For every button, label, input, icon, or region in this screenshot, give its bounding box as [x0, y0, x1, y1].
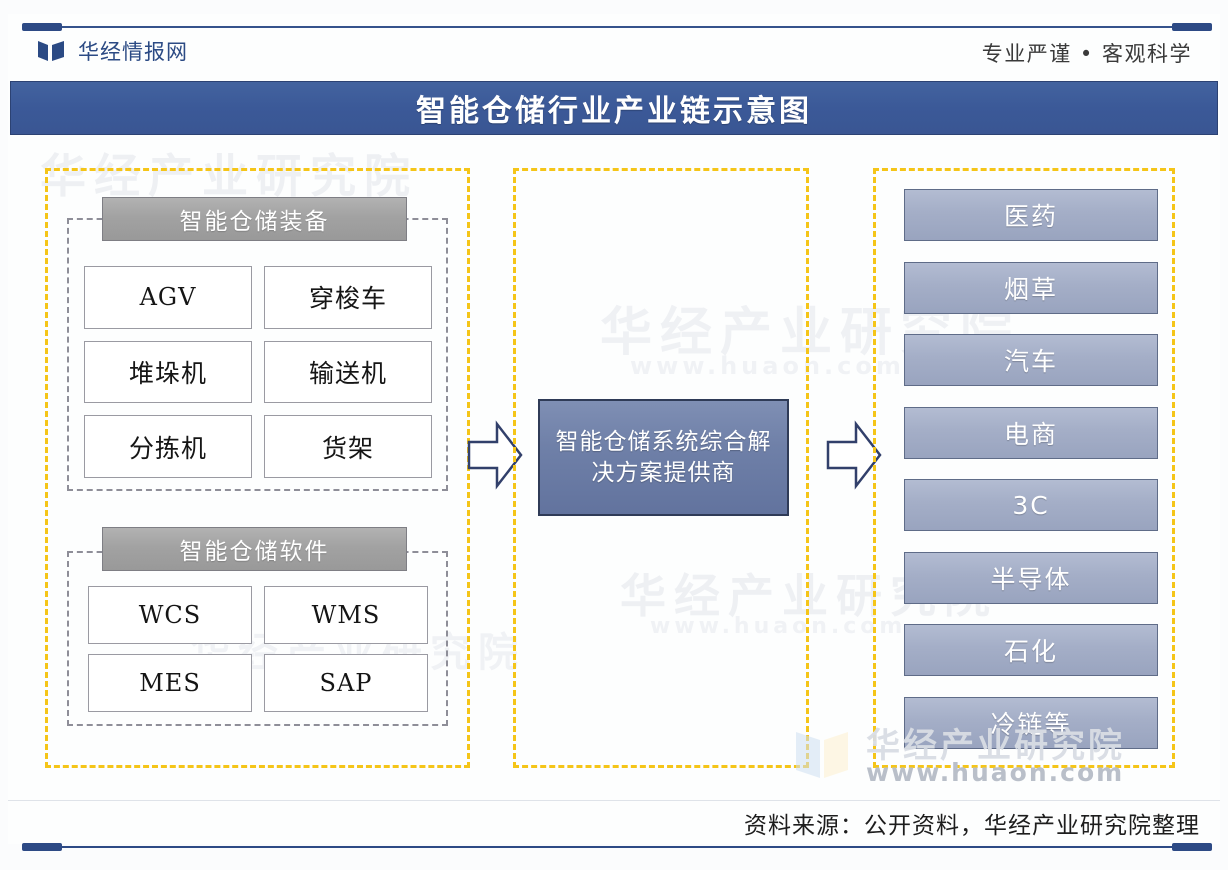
- brand-slogan: 专业严谨 • 客观科学: [981, 42, 1192, 66]
- item-label: 分拣机: [128, 433, 207, 463]
- source-divider: [8, 800, 1220, 801]
- item-box-mes[interactable]: MES: [88, 654, 252, 712]
- item-box-wcs[interactable]: WCS: [88, 586, 252, 644]
- item-label: AGV: [139, 283, 197, 312]
- top-divider-rule: [22, 26, 1212, 28]
- watermark-brand-text: 华经产业研究院: [866, 726, 1125, 766]
- bottom-divider-rule: [22, 846, 1212, 848]
- item-label: 输送机: [308, 358, 387, 388]
- bottom-rule-right-cap: [1172, 843, 1212, 851]
- item-label: 堆垛机: [128, 358, 207, 388]
- top-rule-right-cap: [1172, 23, 1212, 31]
- item-label: WMS: [311, 601, 381, 629]
- page-title: 智能仓储行业产业链示意图: [416, 94, 812, 129]
- equipment-item-grid: AGV 穿梭车 堆垛机 输送机 分拣机 货架: [84, 266, 432, 478]
- open-book-logo-icon: [38, 41, 64, 61]
- item-label: 3C: [1012, 490, 1050, 520]
- item-label: SAP: [319, 669, 373, 697]
- item-box-agv[interactable]: AGV: [84, 266, 252, 329]
- software-item-grid: WCS WMS MES SAP: [88, 586, 428, 712]
- top-rule-left-cap: [22, 23, 62, 31]
- item-box-sap[interactable]: SAP: [264, 654, 428, 712]
- group-heading-label: 智能仓储软件: [179, 539, 330, 565]
- arrow-upstream-to-midstream-icon: [467, 420, 523, 490]
- watermark-open-book-logo-icon: [796, 732, 848, 778]
- group-heading-software: 智能仓储软件: [102, 527, 407, 571]
- downstream-item-list: 医药 烟草 汽车 电商 3C 半导体 石化 冷链等: [904, 189, 1158, 749]
- item-label: 电商: [1003, 419, 1058, 449]
- downstream-item-petrochemical[interactable]: 石化: [904, 624, 1158, 677]
- item-box-conveyor[interactable]: 输送机: [264, 340, 432, 404]
- panel-midstream: [513, 168, 809, 768]
- downstream-item-tobacco[interactable]: 烟草: [904, 261, 1158, 314]
- brand-row: 华经情报网 专业严谨 • 客观科学: [0, 32, 1228, 78]
- item-label: MES: [139, 669, 201, 697]
- item-label: 石化: [1003, 637, 1058, 667]
- panel-downstream: [873, 168, 1175, 768]
- group-heading-equipment: 智能仓储装备: [102, 197, 407, 241]
- brand: 华经情报网: [36, 36, 188, 66]
- downstream-item-pharma[interactable]: 医药: [904, 189, 1158, 241]
- chart-title-bar: 智能仓储行业产业链示意图: [10, 81, 1218, 135]
- item-label: 穿梭车: [308, 284, 387, 314]
- downstream-item-automotive[interactable]: 汽车: [904, 334, 1158, 387]
- group-heading-label: 智能仓储装备: [179, 209, 330, 235]
- item-box-racking[interactable]: 货架: [264, 415, 432, 478]
- item-label: 烟草: [1003, 274, 1058, 304]
- downstream-item-coldchain[interactable]: 冷链等: [904, 696, 1158, 749]
- arrow-midstream-to-downstream-icon: [826, 420, 882, 490]
- item-box-wms[interactable]: WMS: [264, 586, 428, 644]
- item-label: 医药: [1003, 202, 1058, 231]
- bottom-rule-left-cap: [22, 843, 62, 851]
- brand-name: 华经情报网: [78, 40, 188, 64]
- item-label: 冷链等: [990, 709, 1072, 739]
- item-label: WCS: [138, 601, 202, 629]
- downstream-item-semiconductor[interactable]: 半导体: [904, 551, 1158, 604]
- downstream-item-3c[interactable]: 3C: [904, 479, 1158, 532]
- item-label: 货架: [321, 433, 374, 463]
- item-box-stacker[interactable]: 堆垛机: [84, 340, 252, 404]
- downstream-item-ecommerce[interactable]: 电商: [904, 406, 1158, 459]
- item-box-shuttle[interactable]: 穿梭车: [264, 266, 432, 329]
- item-label: 半导体: [990, 564, 1072, 594]
- midstream-node[interactable]: 智能仓储系统综合解决方案提供商: [538, 399, 789, 516]
- watermark-url-text: www.huaon.com: [866, 758, 1125, 787]
- item-box-sorter[interactable]: 分拣机: [84, 415, 252, 478]
- item-label: 汽车: [1003, 347, 1058, 377]
- midstream-node-label: 智能仓储系统综合解决方案提供商: [555, 428, 772, 486]
- source-note: 资料来源：公开资料，华经产业研究院整理: [744, 813, 1200, 839]
